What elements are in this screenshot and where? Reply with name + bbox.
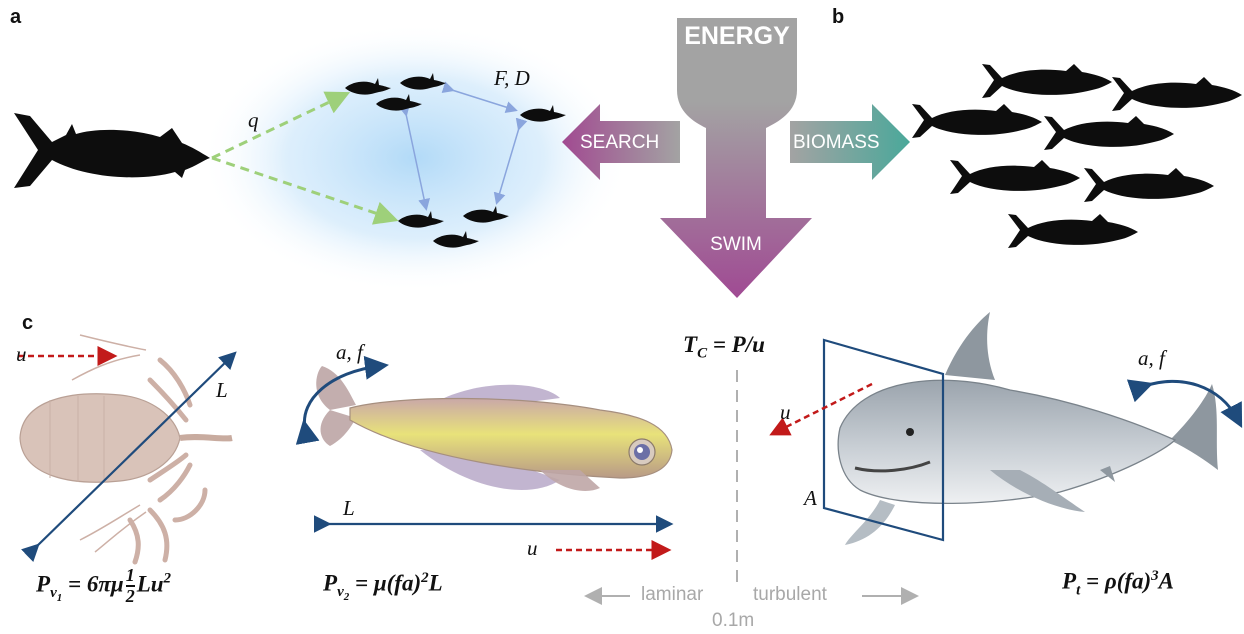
goby-tailbeat-label: a, f xyxy=(336,340,363,364)
laminar-label: laminar xyxy=(641,584,704,605)
search-arrow xyxy=(562,104,680,180)
eq-v1-denominator: 2 xyxy=(125,586,135,606)
interaction-link-right xyxy=(493,117,528,205)
fish-school xyxy=(912,64,1242,248)
eq-v2-mid: = μ(fa) xyxy=(349,570,422,596)
cross-section-label: A xyxy=(804,486,817,510)
cross-section-plane xyxy=(822,338,945,542)
eq-v1-sup: 2 xyxy=(163,570,172,587)
copepod-illustration xyxy=(19,334,233,565)
eq-v1-pre: = 6πμ xyxy=(62,571,124,597)
eq-v1-numerator: 1 xyxy=(125,565,135,587)
tc-rhs: = P/u xyxy=(707,332,765,357)
eq-t-mid: = ρ(fa) xyxy=(1080,568,1152,594)
search-arrow-down xyxy=(211,156,399,225)
goby-power-equation: Pv2 = μ(fa)2L xyxy=(323,570,443,603)
eq-v2-post: L xyxy=(428,570,443,596)
threshold-length-label: 0.1m xyxy=(712,610,755,631)
eq-v1-subsub: 1 xyxy=(56,591,63,604)
shark-velocity-arrow xyxy=(769,382,873,436)
energy-label: ENERGY xyxy=(684,22,790,50)
energy-arrow xyxy=(660,18,812,298)
search-arrow-up xyxy=(211,91,351,160)
goby-length-label: L xyxy=(343,496,355,520)
tc-symbol: T xyxy=(683,332,698,357)
eq-t-post: A xyxy=(1158,568,1175,594)
eq-v2-sup: 2 xyxy=(421,570,429,586)
copepod-length-arrow xyxy=(20,351,237,562)
predator-fish xyxy=(14,113,210,188)
eq-v1-post: Lu xyxy=(136,571,164,597)
copepod-length-label: L xyxy=(216,378,228,402)
panel-letter-b: b xyxy=(832,6,845,28)
panel-letter-c: c xyxy=(22,312,34,334)
shark-velocity-label: u xyxy=(780,400,791,424)
panel-letter-a: a xyxy=(10,6,22,28)
swim-label: SWIM xyxy=(710,234,762,255)
biomass-arrow xyxy=(790,104,910,180)
copepod-velocity-label: u xyxy=(16,342,27,366)
transition-speed-equation: TC = P/u xyxy=(683,332,765,363)
eq-t-sup: 3 xyxy=(1151,568,1159,584)
interaction-label: F, D xyxy=(494,66,530,90)
goby-tailbeat-arrow xyxy=(295,355,389,445)
eq-t-lhs: P xyxy=(1062,568,1077,594)
search-label: SEARCH xyxy=(580,132,660,153)
eq-t-sub: t xyxy=(1076,582,1081,599)
tc-subscript: C xyxy=(697,345,708,362)
eq-v1-sub: v xyxy=(50,584,57,601)
encounter-rate-label: q xyxy=(248,108,259,132)
shark-tailbeat-arrow xyxy=(1126,379,1243,429)
interaction-link-left xyxy=(398,103,430,211)
eq-v2-lhs: P xyxy=(323,570,338,596)
eq-v2-subsub: 2 xyxy=(343,591,350,604)
shark-illustration xyxy=(837,312,1218,545)
goby-fish-illustration xyxy=(316,366,673,491)
interaction-link-top xyxy=(441,81,518,113)
shark-power-equation: Pt = ρ(fa)3A xyxy=(1062,568,1174,599)
turbulent-label: turbulent xyxy=(753,584,827,605)
energy-flow-diagram xyxy=(562,18,910,298)
eq-v2-sub: v xyxy=(337,584,344,601)
shark-tailbeat-label: a, f xyxy=(1138,346,1165,370)
biomass-label: BIOMASS xyxy=(793,132,880,153)
goby-velocity-label: u xyxy=(527,536,538,560)
eq-v1-lhs: P xyxy=(36,571,51,597)
